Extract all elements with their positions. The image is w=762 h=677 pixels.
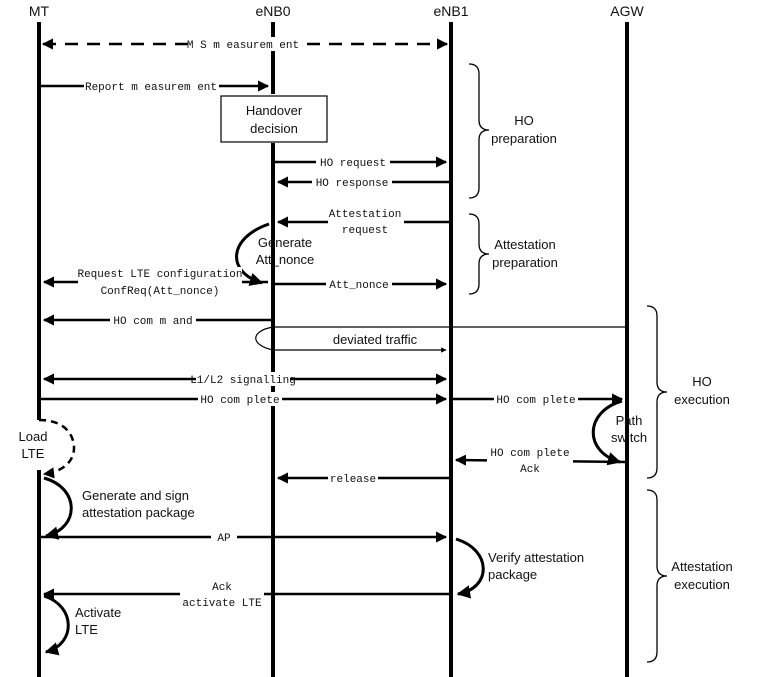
msg-release-label: release <box>330 474 376 486</box>
generate-nonce-loop <box>235 222 270 286</box>
msg-request-lte-config-label-2: ConfReq(Att_nonce) <box>101 286 220 298</box>
msg-l1l2-signalling-label: L1/L2 signalling <box>190 375 296 387</box>
path-switch-line1: Path <box>616 413 643 428</box>
generate-nonce-line1: Generate <box>258 235 312 250</box>
entity-agw: AGW <box>610 3 644 19</box>
msg-ms-measurement-label: M S m easurem ent <box>187 40 299 52</box>
entity-enb0: eNB0 <box>255 3 290 19</box>
phase-ho-preparation-line1: HO <box>514 113 534 128</box>
activate-lte-line1: Activate <box>75 605 121 620</box>
phase-ho-preparation-line2: preparation <box>491 131 557 146</box>
phase-attestation-execution-line2: execution <box>674 577 730 592</box>
handover-decision-line2: decision <box>250 121 298 136</box>
entity-enb1: eNB1 <box>433 3 468 19</box>
brace-ho-preparation <box>468 63 490 199</box>
verify-line2: package <box>488 567 537 582</box>
phase-attestation-preparation-line1: Attestation <box>494 237 555 252</box>
phase-ho-execution-line2: execution <box>674 392 730 407</box>
phase-ho-execution-line1: HO <box>692 374 712 389</box>
msg-ho-complete-ack-label-1: HO com plete <box>490 448 569 460</box>
msg-att-nonce-label: Att_nonce <box>329 280 388 292</box>
load-lte-loop <box>38 418 76 479</box>
msg-attestation-request-label-1: Attestation <box>329 209 402 221</box>
handover-decision-box <box>220 95 328 143</box>
generate-nonce-line2: Att_nonce <box>256 252 315 267</box>
msg-ap-label: AP <box>217 533 231 545</box>
msg-ho-complete-agw-label: HO com plete <box>496 395 575 407</box>
msg-ho-command-label: HO com m and <box>113 316 192 328</box>
generate-sign-line1: Generate and sign <box>82 488 189 503</box>
phase-attestation-preparation-line2: preparation <box>492 255 558 270</box>
activate-lte-loop <box>43 594 70 656</box>
load-lte-line1: Load <box>19 429 48 444</box>
load-lte-line2: LTE <box>22 446 45 461</box>
activate-lte-line2: LTE <box>75 622 98 637</box>
handover-decision-line1: Handover <box>246 103 303 118</box>
generate-sign-line2: attestation package <box>82 505 195 520</box>
msg-ho-response-label: HO response <box>316 178 389 190</box>
phase-attestation-execution-line1: Attestation <box>671 559 732 574</box>
msg-ho-request-label: HO request <box>320 158 386 170</box>
brace-ho-execution <box>646 305 668 479</box>
msg-request-lte-config-label-1: Request LTE configuration <box>77 269 242 281</box>
deviated-traffic-label: deviated traffic <box>333 332 418 347</box>
entity-mt: MT <box>29 3 50 19</box>
deviated-traffic-path <box>255 326 627 353</box>
msg-report-measurement-label: Report m easurem ent <box>85 82 217 94</box>
msg-ho-complete-label: HO com plete <box>200 395 279 407</box>
verify-line1: Verify attestation <box>488 550 584 565</box>
msg-attestation-request-label-2: request <box>342 225 388 237</box>
verify-loop <box>455 537 485 599</box>
path-switch-line2: switch <box>611 430 647 445</box>
generate-sign-loop <box>43 476 73 540</box>
brace-attestation-execution <box>646 489 668 663</box>
msg-ho-complete-ack-label-2: Ack <box>520 464 540 476</box>
msg-ack-label: Ack <box>212 582 232 594</box>
msg-activate-lte-label: activate LTE <box>182 598 262 610</box>
path-switch-loop <box>591 399 623 466</box>
brace-attestation-preparation <box>468 213 490 295</box>
